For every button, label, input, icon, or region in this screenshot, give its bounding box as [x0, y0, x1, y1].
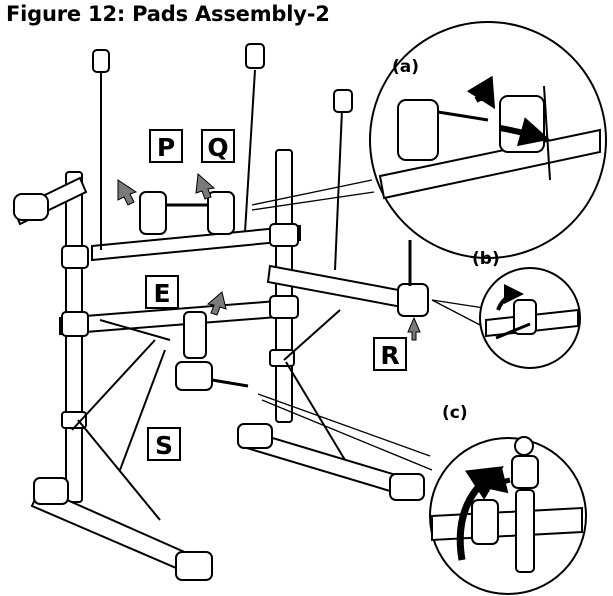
- right-foot-cap-back: [238, 424, 272, 448]
- inset-b-label: (b): [472, 249, 500, 269]
- label-p: P: [150, 130, 182, 162]
- inset-c-label: (c): [442, 403, 468, 423]
- svg-text:E: E: [153, 279, 170, 308]
- svg-text:S: S: [155, 431, 173, 460]
- arrow-r: [408, 318, 420, 340]
- inset-b: (b): [472, 249, 580, 368]
- top-crossbar: [92, 226, 300, 260]
- clamp: [270, 296, 298, 318]
- inset-a: (a): [370, 22, 606, 258]
- label-r: R: [374, 338, 406, 370]
- holder-s: [176, 362, 212, 390]
- holder-r: [398, 284, 428, 316]
- label-q: Q: [202, 130, 234, 162]
- holder-e: [184, 312, 206, 358]
- inset-a-label: (a): [392, 57, 419, 77]
- svg-text:Q: Q: [207, 133, 228, 162]
- left-foot-cap-back: [34, 478, 68, 504]
- left-foot-cap-front: [176, 552, 212, 580]
- holder-p: [140, 192, 166, 234]
- braces: [72, 310, 345, 520]
- holder-q: [208, 192, 234, 234]
- clamp: [270, 224, 298, 246]
- svg-text:P: P: [157, 133, 175, 162]
- clamp: [62, 246, 88, 268]
- right-foot-cap-front: [390, 474, 424, 500]
- top-left-cap: [14, 194, 48, 220]
- svg-text:R: R: [380, 341, 399, 370]
- label-s: S: [148, 428, 180, 460]
- clamp: [62, 312, 88, 336]
- clamp: [270, 350, 294, 366]
- arrow-p: [118, 180, 136, 205]
- label-e: E: [146, 276, 178, 308]
- inset-c: (c): [430, 403, 586, 594]
